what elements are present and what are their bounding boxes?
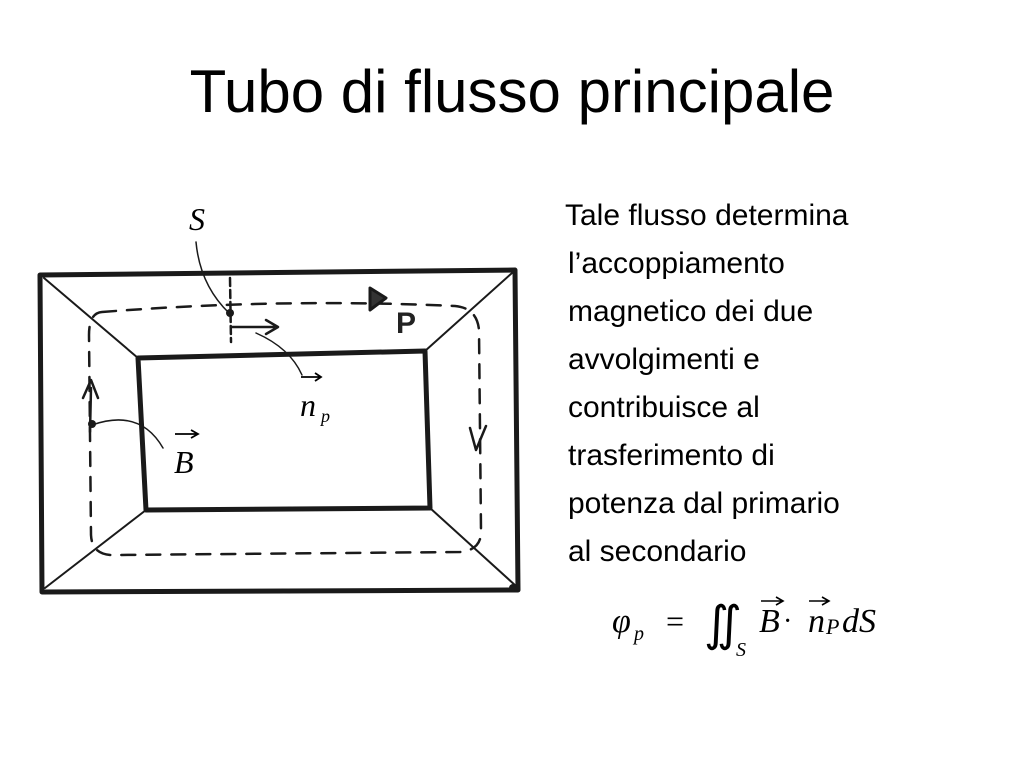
formula-phi: φ	[612, 603, 631, 640]
flux-tube-sketch: S n p B P	[37, 201, 521, 595]
normal-vector-arrow	[230, 318, 280, 336]
formula-normal: n	[808, 603, 825, 640]
field-point-marker	[88, 420, 96, 428]
formula-field: B	[759, 603, 780, 640]
corner-line-top-left	[43, 277, 139, 359]
outer-corner-dot	[509, 584, 517, 592]
primary-label: P	[396, 307, 416, 340]
formula-field-vector-arrow	[761, 596, 785, 606]
formula-differential: dS	[842, 603, 876, 640]
corner-line-bottom-left	[44, 509, 147, 589]
surface-label: S	[189, 201, 205, 237]
field-label-vector-arrow	[175, 429, 200, 439]
formula-phi-subscript: p	[632, 623, 644, 645]
outer-core-outline	[37, 267, 521, 595]
normal-pointer-line	[255, 332, 303, 376]
formula-integral: ∬	[704, 598, 742, 651]
normal-label: n	[300, 387, 316, 423]
body-line-8: al secondario	[568, 535, 747, 568]
formula-dot: ·	[783, 606, 792, 637]
field-pointer-line	[91, 419, 164, 449]
inner-window-outline	[135, 348, 433, 513]
formula-integral-subscript: S	[736, 639, 746, 661]
body-line-2: l’accoppiamento	[568, 247, 785, 280]
slide-body-text: Tale flusso determina l’accoppiamento ma…	[565, 192, 1008, 576]
flux-path-dashed	[87, 301, 483, 557]
surface-pointer-line	[195, 241, 230, 314]
body-line-6: trasferimento di	[568, 439, 775, 472]
formula-normal-vector-arrow	[809, 596, 831, 606]
normal-label-vector-arrow	[301, 372, 323, 382]
field-label: B	[174, 444, 194, 480]
formula-equals: =	[666, 603, 684, 639]
corner-line-top-right	[424, 272, 513, 352]
flux-arrow-right	[468, 424, 488, 452]
surface-point-marker	[226, 309, 234, 317]
slide-title: Tubo di flusso principale	[189, 58, 835, 125]
body-line-3: magnetico dei due	[568, 295, 814, 328]
body-line-4: avvolgimenti e	[568, 343, 760, 376]
formula-normal-subscript: P	[825, 614, 839, 639]
body-line-1: Tale flusso determina	[565, 199, 849, 232]
primary-arrow-mark	[368, 286, 388, 312]
body-line-7: potenza dal primario	[568, 487, 840, 520]
flux-formula: φ p = ∬ S B · n P dS	[612, 596, 876, 661]
body-line-5: contribuisce al	[568, 391, 760, 424]
normal-label-subscript: p	[319, 406, 330, 426]
